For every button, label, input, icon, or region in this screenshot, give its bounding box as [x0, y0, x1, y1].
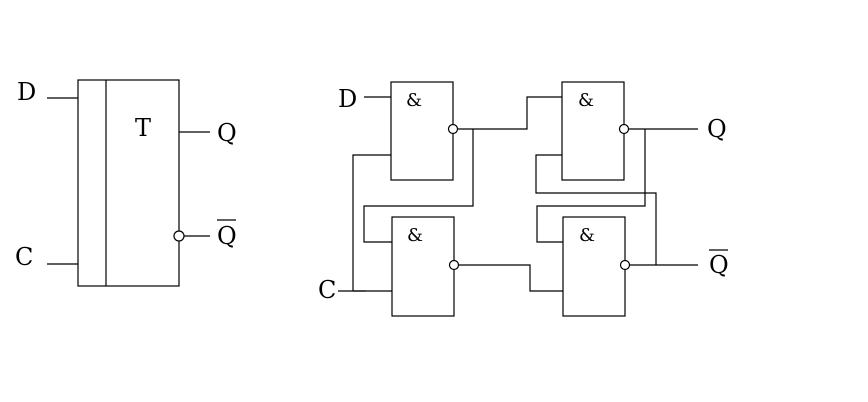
wire-c-to-g1: [352, 154, 391, 291]
nand-gate-3: &: [391, 216, 460, 317]
wire-g3-to-g4: [458, 264, 563, 292]
nand-gate-4: &: [562, 216, 631, 317]
symbol-output-q-bar-label: Q: [217, 222, 237, 250]
wire-g1-to-g3: [363, 129, 474, 243]
circuit-output-q-label: Q: [707, 115, 727, 143]
nand-gate-1: &: [390, 81, 459, 181]
symbol-q-bar-inversion-bubble: [173, 230, 185, 242]
wire-q-bar-feedback: [535, 154, 657, 265]
nand-gate-2-label: &: [578, 90, 594, 111]
nand-gate-4-output-bubble: [619, 259, 631, 271]
nand-gate-4-label: &: [579, 225, 595, 246]
circuit-input-c-label: C: [318, 276, 336, 304]
nand-circuit: & & & & D: [318, 81, 729, 317]
circuit-input-d-label: D: [338, 85, 357, 113]
trigger-symbol: D C T Q Q: [15, 78, 237, 287]
wire-q-feedback: [536, 129, 646, 243]
symbol-input-c-label: C: [15, 243, 33, 271]
nand-gate-2: &: [561, 81, 630, 181]
symbol-output-q-label: Q: [217, 119, 237, 147]
nand-gate-3-label: &: [407, 225, 423, 246]
wire-g1-to-g2: [457, 96, 562, 130]
symbol-type-label: T: [135, 114, 151, 142]
trigger-body: [77, 79, 180, 287]
nand-gate-1-label: &: [406, 90, 422, 111]
symbol-input-d-label: D: [17, 78, 36, 106]
nand-gate-1-output-bubble: [447, 123, 459, 135]
nand-gate-3-output-bubble: [448, 259, 460, 271]
nand-gate-2-output-bubble: [618, 123, 630, 135]
circuit-output-q-bar-label: Q: [709, 251, 729, 279]
